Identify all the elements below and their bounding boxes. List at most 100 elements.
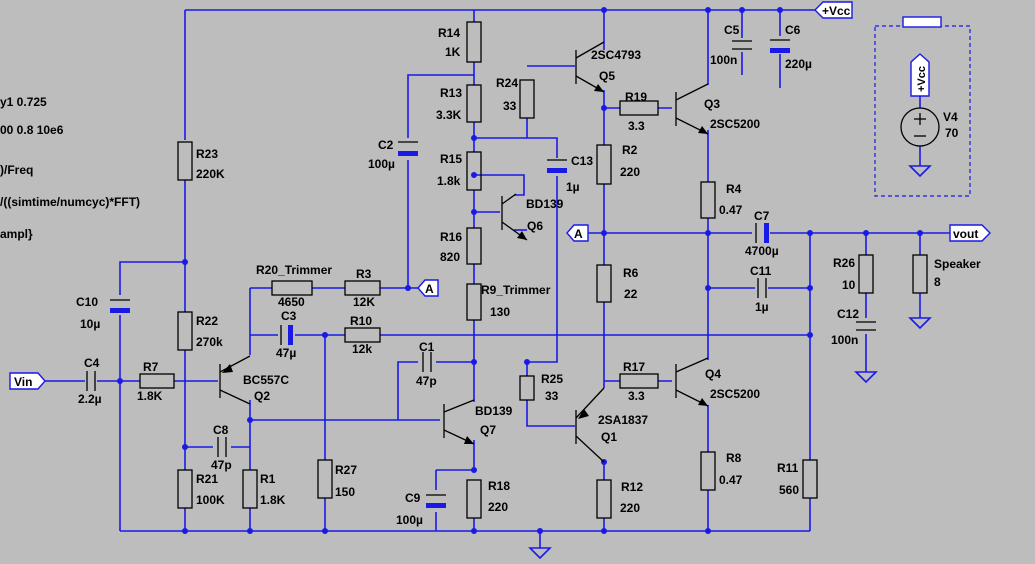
r1-value: 1.8K — [260, 493, 286, 507]
c2-value: 100µ — [368, 157, 395, 171]
c1-symbol[interactable] — [422, 352, 432, 372]
r12-value: 220 — [620, 501, 640, 515]
r22-body[interactable] — [177, 311, 193, 351]
c13-symbol[interactable] — [547, 159, 567, 173]
c5-symbol[interactable] — [732, 40, 752, 50]
node-a-flag-r3[interactable]: A — [417, 279, 439, 297]
r17-value: 3.3 — [628, 389, 645, 403]
r1-body[interactable] — [242, 469, 258, 509]
v4-vcc-flag[interactable]: +Vcc — [910, 53, 930, 97]
r1-name: R1 — [260, 472, 276, 486]
r8-name: R8 — [726, 451, 742, 465]
c7-name: C7 — [754, 209, 770, 223]
directive-line-1[interactable]: y1 0.725 — [0, 95, 47, 109]
r7-name: R7 — [143, 360, 159, 374]
r21-body[interactable] — [177, 469, 193, 509]
r3-body[interactable] — [344, 280, 381, 296]
r20-trimmer-body[interactable] — [271, 280, 313, 296]
r27-body[interactable] — [317, 459, 333, 499]
c7-symbol[interactable] — [755, 223, 769, 243]
r9-value: 130 — [490, 305, 510, 319]
v4-symbol[interactable] — [900, 107, 940, 147]
v4-source-box: +Vcc V4 70 — [874, 16, 971, 197]
r25-body[interactable] — [519, 375, 535, 401]
ground-symbol-speaker — [908, 317, 932, 330]
c9-symbol[interactable] — [426, 494, 446, 508]
r11-name: R11 — [777, 461, 799, 475]
r12-name: R12 — [621, 480, 643, 494]
r2-body[interactable] — [596, 144, 612, 185]
c10-symbol[interactable] — [110, 299, 130, 313]
q2-symbol[interactable] — [219, 355, 251, 405]
r15-body[interactable] — [466, 151, 482, 191]
q6-name: Q6 — [527, 219, 543, 233]
c3-value: 47µ — [276, 346, 296, 360]
r23-value: 220K — [196, 167, 225, 181]
vin-net-flag[interactable]: Vin — [9, 372, 46, 390]
vcc-net-flag[interactable]: +Vcc — [814, 1, 853, 19]
r18-body[interactable] — [466, 479, 482, 519]
r24-body[interactable] — [519, 79, 535, 119]
c3-symbol[interactable] — [280, 325, 293, 345]
vcc-flag-label: +Vcc — [822, 4, 851, 18]
q7-model: BD139 — [475, 404, 513, 418]
node-a-flag-output[interactable]: A — [566, 224, 589, 242]
r16-body[interactable] — [466, 227, 482, 265]
r6-body[interactable] — [596, 264, 612, 303]
r9-name: R9_Trimmer — [481, 283, 551, 297]
c6-value: 220µ — [785, 57, 812, 71]
directive-line-4[interactable]: /((simtime/numcyc)*FFT) — [0, 195, 140, 209]
r9-trimmer-body[interactable] — [466, 283, 482, 321]
q1-symbol[interactable] — [575, 387, 605, 463]
speaker-name: Speaker — [934, 257, 981, 271]
vout-net-flag[interactable]: vout — [949, 224, 991, 242]
r17-body[interactable] — [619, 373, 659, 389]
q7-symbol[interactable] — [443, 399, 475, 445]
q4-name: Q4 — [705, 367, 721, 381]
c9-name: C9 — [405, 491, 421, 505]
q3-symbol[interactable] — [675, 83, 709, 135]
q4-symbol[interactable] — [675, 357, 709, 407]
c6-symbol[interactable] — [770, 39, 790, 53]
component-labels: R14 1K R13 3.3K R15 1.8k R16 820 R9_Trim… — [76, 23, 981, 527]
directive-line-3[interactable]: )/Freq — [0, 163, 33, 177]
r23-body[interactable] — [177, 141, 193, 181]
c4-symbol[interactable] — [86, 371, 96, 391]
c8-symbol[interactable] — [217, 437, 227, 457]
v4-vcc-label: +Vcc — [916, 66, 928, 92]
c2-name: C2 — [378, 138, 394, 152]
c11-name: C11 — [750, 264, 772, 278]
c4-value: 2.2µ — [78, 392, 102, 406]
c12-symbol[interactable] — [856, 321, 876, 331]
r11-body[interactable] — [802, 459, 818, 499]
r3-name: R3 — [356, 267, 372, 281]
c2-symbol[interactable] — [398, 141, 418, 156]
r16-name: R16 — [440, 230, 462, 244]
c11-symbol[interactable] — [757, 278, 767, 298]
r26-body[interactable] — [858, 254, 874, 294]
q1-name: Q1 — [601, 430, 617, 444]
r4-body[interactable] — [700, 181, 716, 219]
directive-line-5[interactable]: ampl} — [0, 227, 33, 241]
q5-symbol[interactable] — [575, 41, 605, 93]
r27-name: R27 — [335, 463, 357, 477]
r19-body[interactable] — [619, 100, 659, 116]
c6-name: C6 — [785, 23, 801, 37]
vout-flag-label: vout — [953, 227, 978, 241]
r20-value: 4650 — [278, 295, 305, 309]
c1-name: C1 — [419, 340, 435, 354]
c8-value: 47p — [211, 458, 232, 472]
r8-body[interactable] — [700, 451, 716, 491]
r7-body[interactable] — [139, 373, 175, 389]
r25-value: 33 — [545, 389, 559, 403]
r10-body[interactable] — [344, 327, 381, 343]
r14-body[interactable] — [466, 21, 482, 63]
directive-line-2[interactable]: 00 0.8 10e6 — [0, 123, 64, 137]
q6-symbol[interactable] — [501, 193, 528, 241]
capacitors — [86, 39, 876, 508]
speaker-body[interactable] — [912, 254, 928, 294]
r13-body[interactable] — [466, 84, 482, 123]
r12-body[interactable] — [596, 479, 612, 519]
r24-value: 33 — [503, 99, 517, 113]
